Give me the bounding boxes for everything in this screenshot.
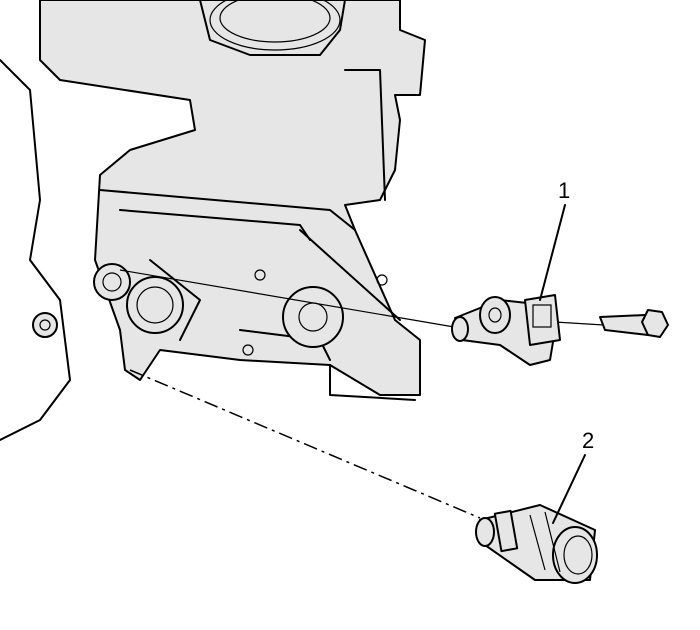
callout-1: 1: [558, 178, 571, 203]
sensor-1: [451, 294, 669, 366]
engine-block: [0, 0, 426, 441]
leader-line-1: [539, 204, 566, 301]
alignment-line-2: [129, 369, 481, 519]
callout-2: 2: [582, 428, 595, 453]
alignment-line-1: [119, 269, 461, 329]
sensor-2: [475, 504, 598, 584]
leader-line-2: [552, 454, 586, 524]
